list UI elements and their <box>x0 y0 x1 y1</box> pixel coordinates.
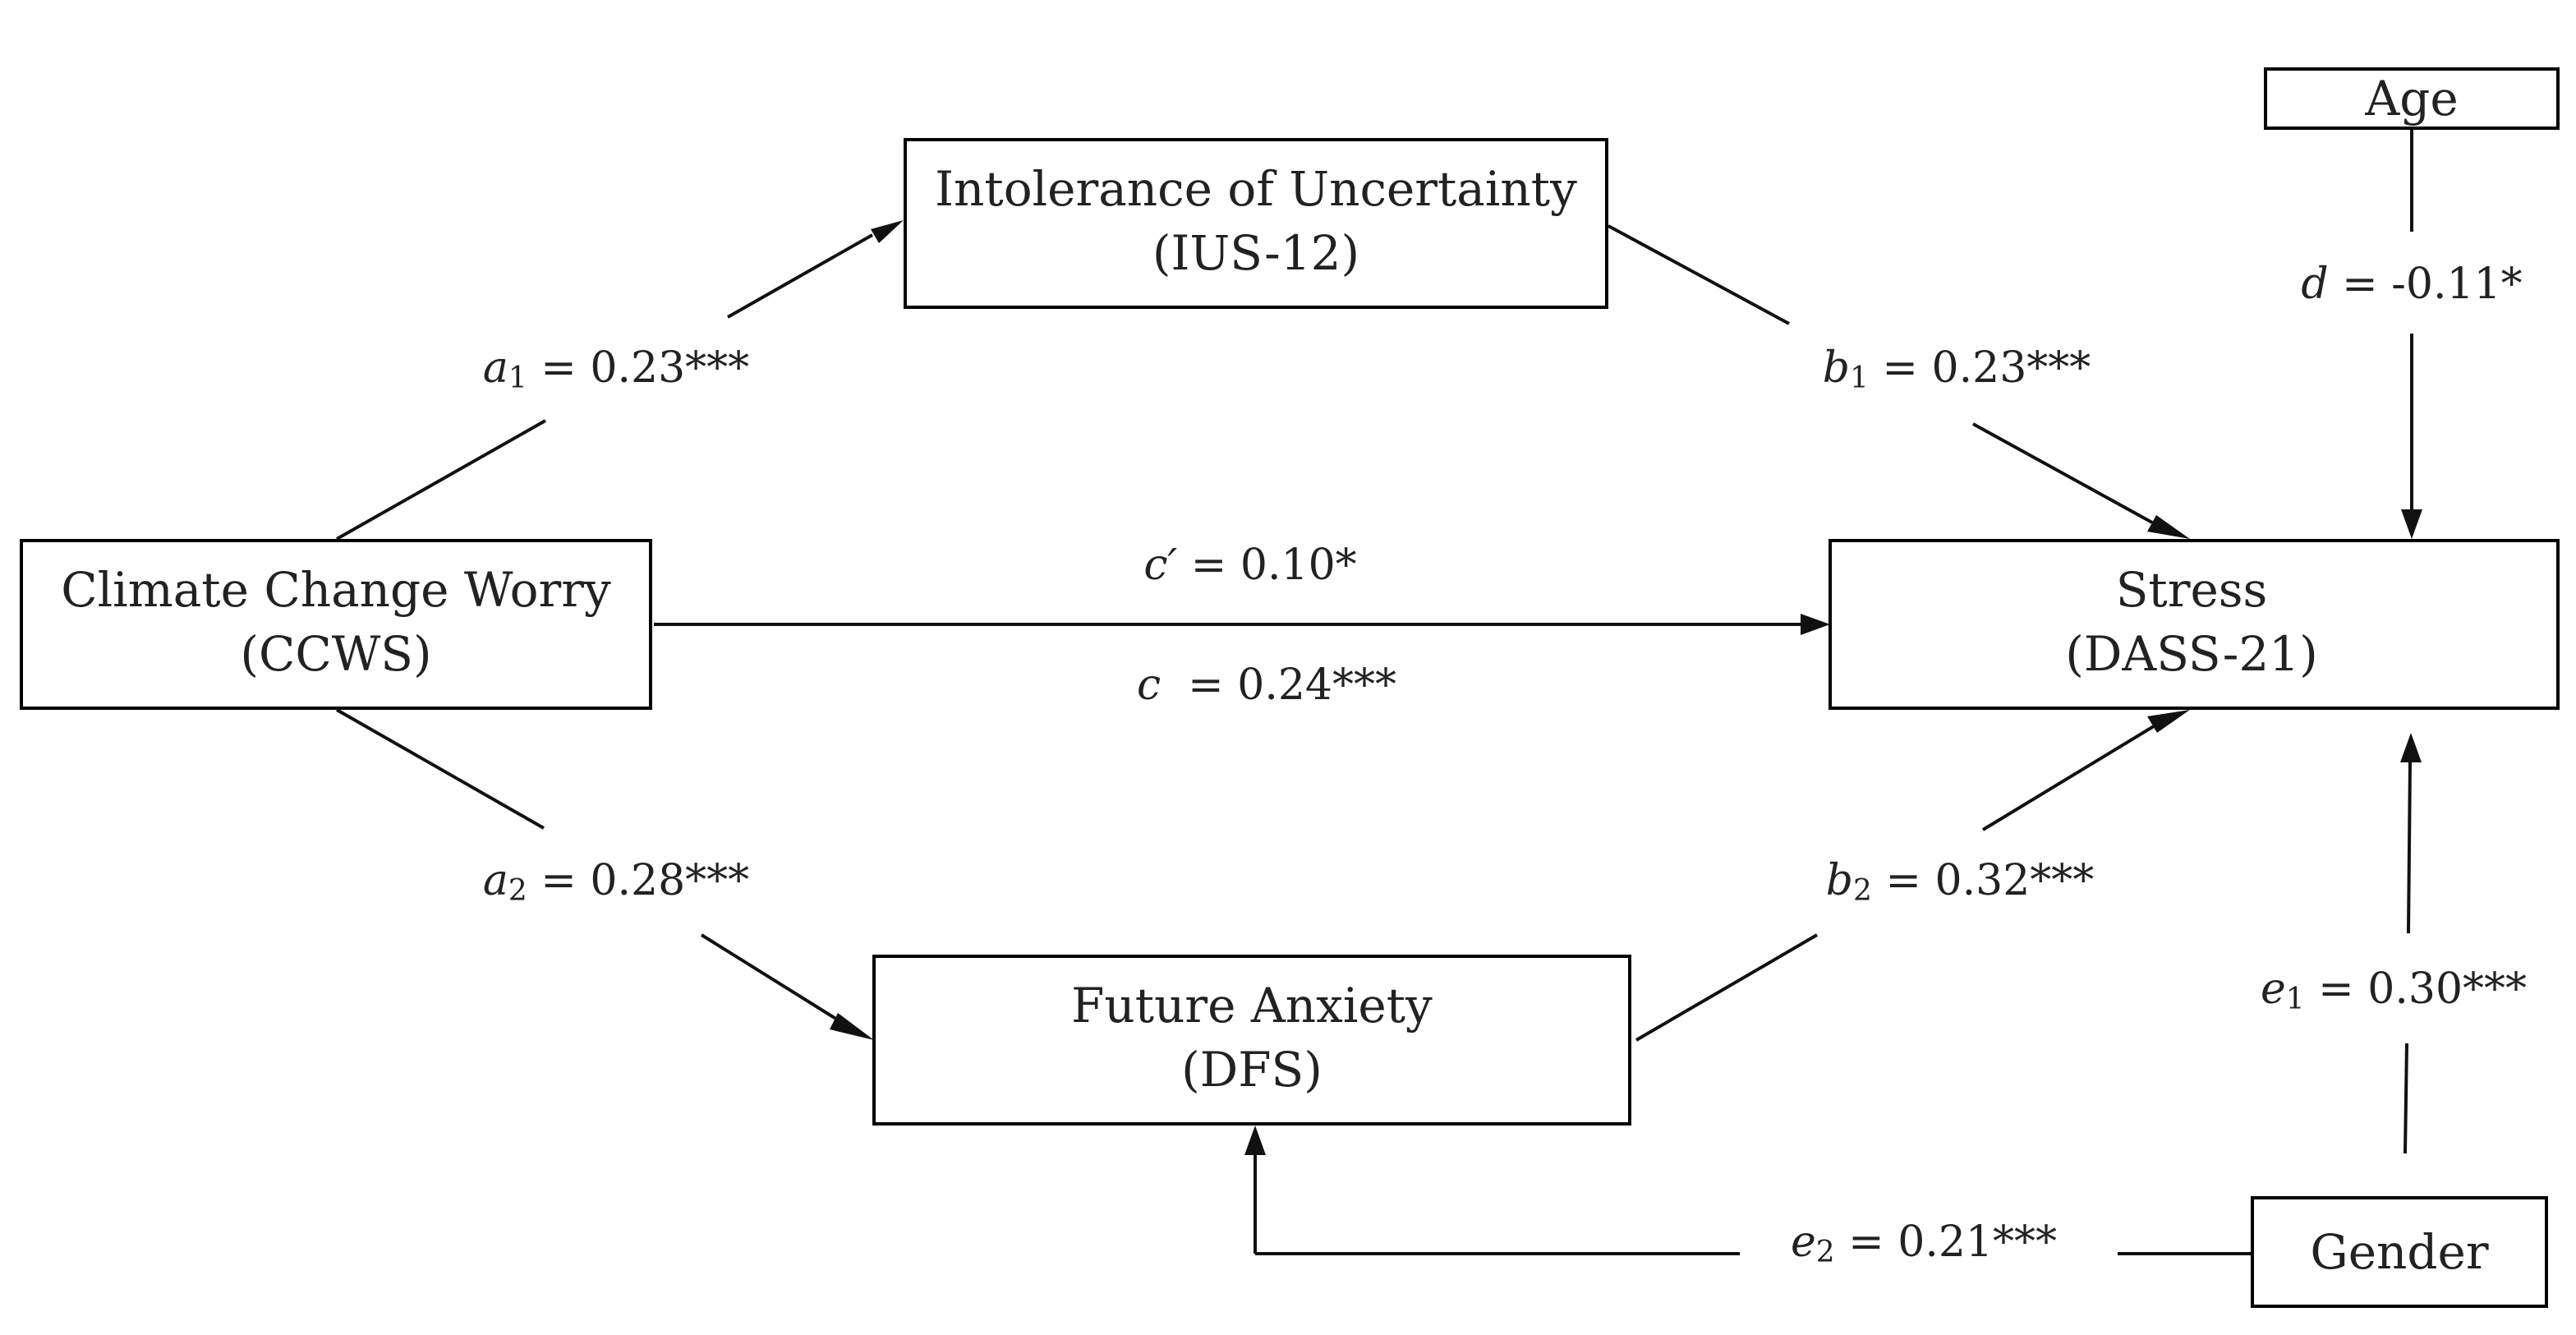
node-gender: Gender <box>2251 1196 2548 1308</box>
path-c-prime-value: = 0.10* <box>1177 541 1356 590</box>
node-stress: Stress (DASS-21) <box>1828 539 2560 710</box>
path-e1-coefficient: e1 = 0.30*** <box>2261 964 2527 1016</box>
path-e2-coefficient: e2 = 0.21*** <box>1791 1218 2057 1269</box>
path-a1-sub: 1 <box>508 361 527 395</box>
node-age: Age <box>2264 67 2560 130</box>
path-b2-coefficient: b2 = 0.32*** <box>1826 856 2095 908</box>
path-b1-arrowhead <box>2147 515 2190 539</box>
path-e1-sub: 1 <box>2286 983 2305 1016</box>
path-a2-line-upper <box>336 708 545 830</box>
node-intolerance-of-uncertainty: Intolerance of Uncertainty (IUS-12) <box>904 138 1608 309</box>
path-a1-line-lower <box>336 419 546 541</box>
path-c-prime-var: c′ <box>1143 541 1177 590</box>
path-b2-var: b <box>1826 856 1853 905</box>
node-climate-label: Climate Change Worry <box>61 562 611 618</box>
node-gender-box <box>2251 1196 2548 1308</box>
path-b1-coefficient: b1 = 0.23*** <box>1823 343 2091 395</box>
path-b1-var: b <box>1823 343 1850 393</box>
node-stress-abbr: (DASS-21) <box>2065 626 2318 682</box>
path-e1-line-lower <box>2404 1043 2408 1154</box>
path-b1-sub: 1 <box>1850 361 1869 395</box>
node-intolerance-label: Intolerance of Uncertainty <box>935 161 1577 217</box>
path-b2-line-upper <box>1981 725 2155 831</box>
path-d-var: d <box>2301 260 2328 309</box>
node-future-abbr: (DFS) <box>1181 1042 1322 1098</box>
node-climate-box <box>20 539 652 710</box>
node-future-anxiety: Future Anxiety (DFS) <box>872 955 1631 1126</box>
path-b1-line-lower <box>1972 422 2153 524</box>
node-intolerance-abbr: (IUS-12) <box>1152 225 1359 281</box>
path-b2-value: = 0.32*** <box>1872 856 2094 905</box>
path-c-coefficient: c = 0.24*** <box>1137 661 1396 710</box>
path-a2-sub: 2 <box>508 874 527 908</box>
path-b2-arrowhead <box>2147 710 2190 733</box>
node-future-box <box>872 955 1631 1126</box>
path-a1-coefficient: a1 = 0.23*** <box>483 343 749 395</box>
path-a1-arrowhead <box>871 220 904 243</box>
path-d-value: = -0.11* <box>2329 260 2523 309</box>
node-intolerance-box <box>904 138 1608 309</box>
node-stress-box <box>1828 539 2560 710</box>
path-c-prime-coefficient: c′ = 0.10* <box>1143 541 1356 590</box>
path-e2-sub: 2 <box>1816 1236 1835 1269</box>
node-stress-label: Stress <box>2116 562 2268 618</box>
path-b1-value: = 0.23*** <box>1869 343 2091 393</box>
path-a2-coefficient: a2 = 0.28*** <box>483 856 749 908</box>
node-climate-change-worry: Climate Change Worry (CCWS) <box>20 539 652 710</box>
path-e1-line-upper <box>2407 762 2412 934</box>
path-a1-var: a <box>483 343 508 393</box>
path-a2-var: a <box>483 856 508 905</box>
path-a2-line-lower <box>700 933 843 1024</box>
node-gender-label: Gender <box>2310 1224 2488 1280</box>
path-b2-line-lower <box>1635 933 1819 1042</box>
path-e2-value: = 0.21*** <box>1835 1218 2057 1267</box>
path-a2-arrowhead <box>830 1013 874 1040</box>
path-d-coefficient: d = -0.11* <box>2301 260 2522 309</box>
path-b1-line-upper <box>1608 224 1790 325</box>
path-c-var: c <box>1137 661 1161 710</box>
path-e1-var: e <box>2261 964 2286 1014</box>
path-e1-arrowhead <box>2400 733 2422 762</box>
path-a1-line-upper <box>727 233 873 319</box>
path-b2-sub: 2 <box>1853 874 1872 908</box>
path-c-value: = 0.24*** <box>1161 661 1396 710</box>
node-age-box <box>2264 67 2560 130</box>
node-climate-abbr: (CCWS) <box>240 626 431 682</box>
node-future-label: Future Anxiety <box>1071 978 1433 1033</box>
node-age-label: Age <box>2364 71 2458 127</box>
path-e1-value: = 0.30*** <box>2305 964 2527 1014</box>
path-e2-arrowhead <box>1244 1126 1266 1155</box>
path-e2-var: e <box>1791 1218 1816 1267</box>
path-c-arrowhead <box>1801 614 1830 635</box>
path-d-arrowhead <box>2401 509 2422 539</box>
path-a1-value: = 0.23*** <box>527 343 749 393</box>
path-a2-value: = 0.28*** <box>527 856 749 905</box>
